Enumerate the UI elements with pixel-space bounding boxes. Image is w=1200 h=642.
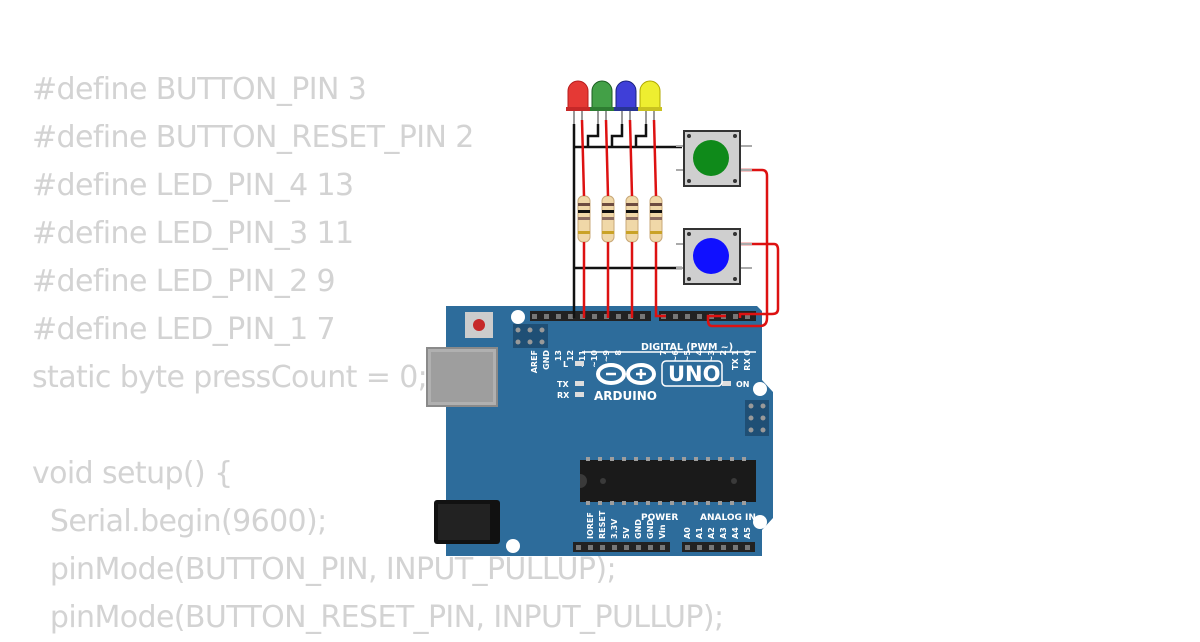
power-analog-header xyxy=(573,542,755,552)
code-line: Serial.begin(9600); xyxy=(32,504,327,539)
digital-pin-label: ~9 xyxy=(602,350,611,363)
model-label: UNO xyxy=(668,362,720,386)
digital-pin-label: ~11 xyxy=(578,350,587,368)
digital-pin-label: ~10 xyxy=(590,350,599,368)
power-pin-label: GND xyxy=(646,519,655,539)
code-listing: #define BUTTON_PIN 3 #define BUTTON_RESET… xyxy=(32,66,724,642)
power-label: POWER xyxy=(641,513,678,523)
power-pin-label: 5V xyxy=(622,526,631,539)
digital-label: DIGITAL (PWM ~) xyxy=(641,342,733,353)
code-line: static byte pressCount = 0; xyxy=(32,360,428,395)
resistor-2 xyxy=(601,195,615,243)
code-line: #define BUTTON_PIN 3 xyxy=(32,72,367,107)
tx-led xyxy=(575,381,584,386)
resistor-3 xyxy=(625,195,639,243)
ground-wires xyxy=(572,124,682,318)
digital-pin-label: 12 xyxy=(566,350,575,361)
resistor-1 xyxy=(577,195,591,243)
digital-pin-label: GND xyxy=(542,350,551,370)
digital-pin-label: ~6 xyxy=(671,350,680,363)
arduino-logo xyxy=(596,363,656,385)
push-button-blue xyxy=(676,228,752,285)
rx-led xyxy=(575,392,584,397)
digital-pin-label: 13 xyxy=(554,350,563,361)
analog-pin-label: A0 xyxy=(683,527,692,539)
analog-pin-label: A1 xyxy=(695,527,704,539)
code-line: pinMode(BUTTON_RESET_PIN, INPUT_PULLUP); xyxy=(32,600,724,635)
analog-label: ANALOG IN xyxy=(700,513,756,523)
led-green xyxy=(590,80,614,124)
icsp-header xyxy=(513,324,548,348)
analog-pin-label: A2 xyxy=(707,527,716,539)
tx-led-label: TX xyxy=(557,380,569,389)
analog-pin-label: A5 xyxy=(743,527,752,539)
power-pin-label: GND xyxy=(634,519,643,539)
digital-pin-label: ~3 xyxy=(707,350,716,362)
led-red xyxy=(566,80,590,124)
code-line: #define LED_PIN_4 13 xyxy=(32,168,354,203)
power-pin-label: IOREF xyxy=(586,512,595,539)
on-label: ON xyxy=(736,380,750,389)
mounting-hole xyxy=(753,515,767,529)
digital-pin-label: ~5 xyxy=(683,350,692,363)
led-yellow xyxy=(638,80,662,124)
push-button-green xyxy=(676,130,752,187)
led-blue xyxy=(614,80,638,124)
code-line: void setup() { xyxy=(32,456,233,491)
power-pin-label: 3.3V xyxy=(610,518,619,539)
power-pin-label: RESET xyxy=(598,510,607,539)
analog-pin-label: A3 xyxy=(719,527,728,539)
digital-pin-label: TX 1 xyxy=(731,350,740,370)
l-led xyxy=(575,361,584,366)
power-pin-label: Vin xyxy=(658,524,667,539)
brand-label: ARDUINO xyxy=(594,389,657,403)
mounting-hole xyxy=(506,539,520,553)
signal-wires xyxy=(580,119,780,328)
analog-pin-label: A4 xyxy=(731,527,740,539)
digital-pin-label: 2 xyxy=(719,350,728,356)
resistor-4 xyxy=(649,195,663,243)
code-line: #define LED_PIN_3 11 xyxy=(32,216,354,251)
l-led-label: L xyxy=(563,360,568,369)
icsp-header-2 xyxy=(745,400,769,436)
code-line: pinMode(BUTTON_PIN, INPUT_PULLUP); xyxy=(32,552,617,587)
rx-led-label: RX xyxy=(557,391,570,400)
digital-pin-label: RX 0 xyxy=(743,350,752,371)
microcontroller-chip xyxy=(580,457,756,505)
mounting-hole xyxy=(511,310,525,324)
code-line: #define LED_PIN_1 7 xyxy=(32,312,336,347)
code-line: #define LED_PIN_2 9 xyxy=(32,264,336,299)
code-line: #define BUTTON_RESET_PIN 2 xyxy=(32,120,474,155)
on-led xyxy=(722,381,731,386)
mounting-hole xyxy=(753,382,767,396)
digital-pin-label: AREF xyxy=(530,350,539,373)
digital-pin-label: 7 xyxy=(659,350,668,356)
